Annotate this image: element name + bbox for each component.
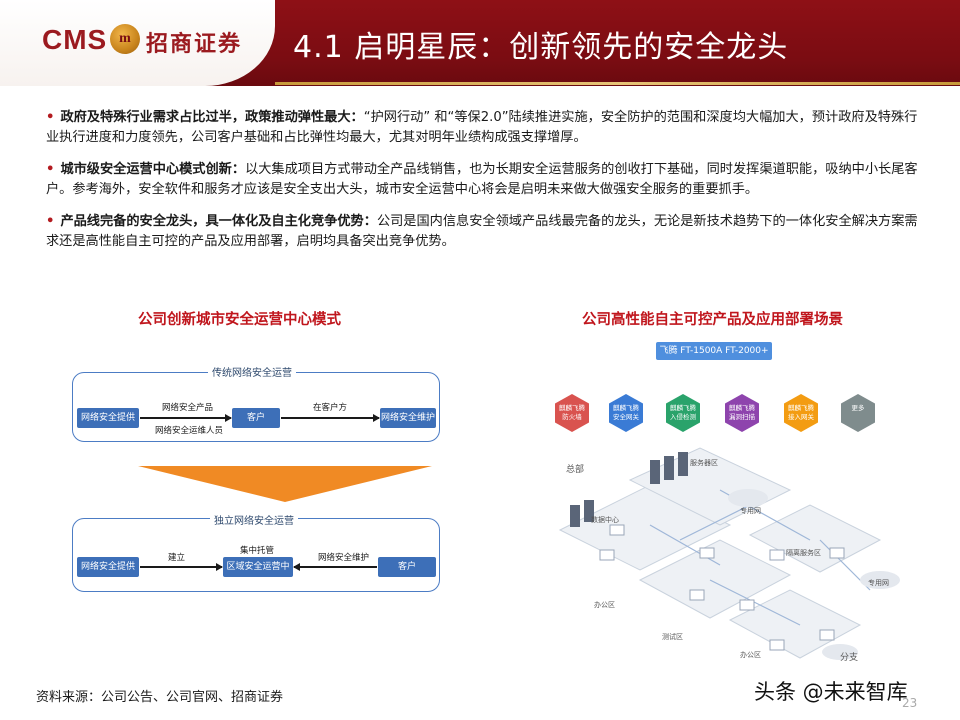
bullet-lead: 产品线完备的安全龙头，具一体化及自主化竞争优势： xyxy=(60,214,377,229)
arrow-vendor-customer xyxy=(140,414,232,421)
edge-label-onsite: 在客户方 xyxy=(313,403,348,413)
logo-area: CMS m 招商证券 xyxy=(0,0,275,86)
logo-cn-text: 招商证券 xyxy=(146,31,243,57)
node-maintain: 网络安全维护 xyxy=(380,408,436,428)
arrow-vendor-center xyxy=(140,563,223,570)
logo-emblem-icon: m xyxy=(110,24,140,54)
bullet-dot-icon: • xyxy=(46,214,55,229)
label-branch: 分支 xyxy=(840,653,859,663)
label-service-zone: 服务器区 xyxy=(690,459,718,467)
bullet-lead: 政府及特殊行业需求占比过半，政策推动弹性最大： xyxy=(60,110,364,125)
hex-more-icon: 更多 xyxy=(841,394,875,432)
independent-ops-box xyxy=(72,518,440,592)
label-data-center: 数据中心 xyxy=(591,516,619,524)
independent-ops-label: 独立网络安全运营 xyxy=(210,512,298,527)
hex-firewall-icon: 麒麟飞腾 防火墙 xyxy=(555,394,589,432)
arrow-customer-maintain xyxy=(281,414,380,421)
label-office-zone-2: 办公区 xyxy=(740,651,761,659)
bullet-dot-icon: • xyxy=(46,110,55,125)
hex-ids-icon: 麒麟飞腾 入侵检测 xyxy=(666,394,700,432)
header-divider xyxy=(275,82,960,85)
label-private-net-2: 专用网 xyxy=(868,579,889,587)
edge-label-maintain: 网络安全维护 xyxy=(318,553,370,563)
edge-label-hosting: 集中托管 xyxy=(240,546,275,556)
node-customer: 客户 xyxy=(232,408,280,428)
hex-scanner-icon: 麒麟飞腾 漏洞扫描 xyxy=(725,394,759,432)
header-band: CMS m 招商证券 4.1 启明星辰：创新领先的安全龙头 xyxy=(0,0,960,86)
bullet-text: “护网行动” 和“等保2.0”陆续推进实施，安全防护的范围和深度均大幅加大，预计… xyxy=(46,110,918,145)
traditional-ops-label: 传统网络安全运营 xyxy=(208,364,296,379)
bullet-dot-icon: • xyxy=(46,162,55,177)
traditional-ops-box xyxy=(72,372,440,442)
label-test-zone: 测试区 xyxy=(662,633,683,641)
bullet-text: 以大集成项目方式带动全产品线销售，也为长期安全运营服务的创收打下基础，同时发挥渠… xyxy=(46,162,918,197)
arrow-customer-center xyxy=(293,563,377,570)
bullet-lead: 城市级安全运营中心模式创新： xyxy=(60,162,246,177)
bullet-item: • 产品线完备的安全龙头，具一体化及自主化竞争优势：公司是国内信息安全领域产品线最… xyxy=(46,212,926,252)
logo-cms-text: CMS xyxy=(42,24,108,55)
hex-access-icon: 麒麟飞腾 接入网关 xyxy=(784,394,818,432)
watermark: 头条 @未来智库 xyxy=(754,680,908,704)
right-panel-title: 公司高性能自主可控产品及应用部署场景 xyxy=(582,312,843,328)
label-private-net-1: 专用网 xyxy=(740,507,761,515)
hex-gateway-icon: 麒麟飞腾 安全网关 xyxy=(609,394,643,432)
edge-label-staff: 网络安全运维人员 xyxy=(155,426,224,436)
page-number: 23 xyxy=(902,696,918,710)
node-vendor: 网络安全提供商 xyxy=(77,408,139,443)
node-regional-center: 区域安全运营中心 xyxy=(223,557,293,592)
edge-label-products: 网络安全产品 xyxy=(162,403,214,413)
page-title: 4.1 启明星辰：创新领先的安全龙头 xyxy=(293,30,789,65)
edge-label-build: 建立 xyxy=(168,553,186,563)
label-dmz: 隔离服务区 xyxy=(786,549,821,557)
bullet-list: • 政府及特殊行业需求占比过半，政策推动弹性最大：“护网行动” 和“等保2.0”陆… xyxy=(46,108,926,264)
left-panel-title: 公司创新城市安全运营中心模式 xyxy=(138,312,341,328)
node-customer-2: 客户 xyxy=(378,557,436,577)
network-deployment-illustration xyxy=(558,447,900,660)
bullet-item: • 政府及特殊行业需求占比过半，政策推动弹性最大：“护网行动” 和“等保2.0”陆… xyxy=(46,108,926,148)
label-office-zone: 办公区 xyxy=(594,601,615,609)
node-vendor-2: 网络安全提供商 xyxy=(77,557,139,592)
label-hq: 总部 xyxy=(566,465,585,475)
transition-arrow-icon xyxy=(138,466,432,502)
bullet-text: 公司是国内信息安全领域产品线最完备的龙头，无论是新技术趋势下的一体化安全解决方案… xyxy=(46,214,918,249)
source-note: 资料来源：公司公告、公司官网、招商证券 xyxy=(36,690,284,705)
bullet-item: • 城市级安全运营中心模式创新：以大集成项目方式带动全产品线销售，也为长期安全运营… xyxy=(46,160,926,200)
chip-tag: 飞腾 FT-1500A FT-2000+ xyxy=(656,342,772,360)
